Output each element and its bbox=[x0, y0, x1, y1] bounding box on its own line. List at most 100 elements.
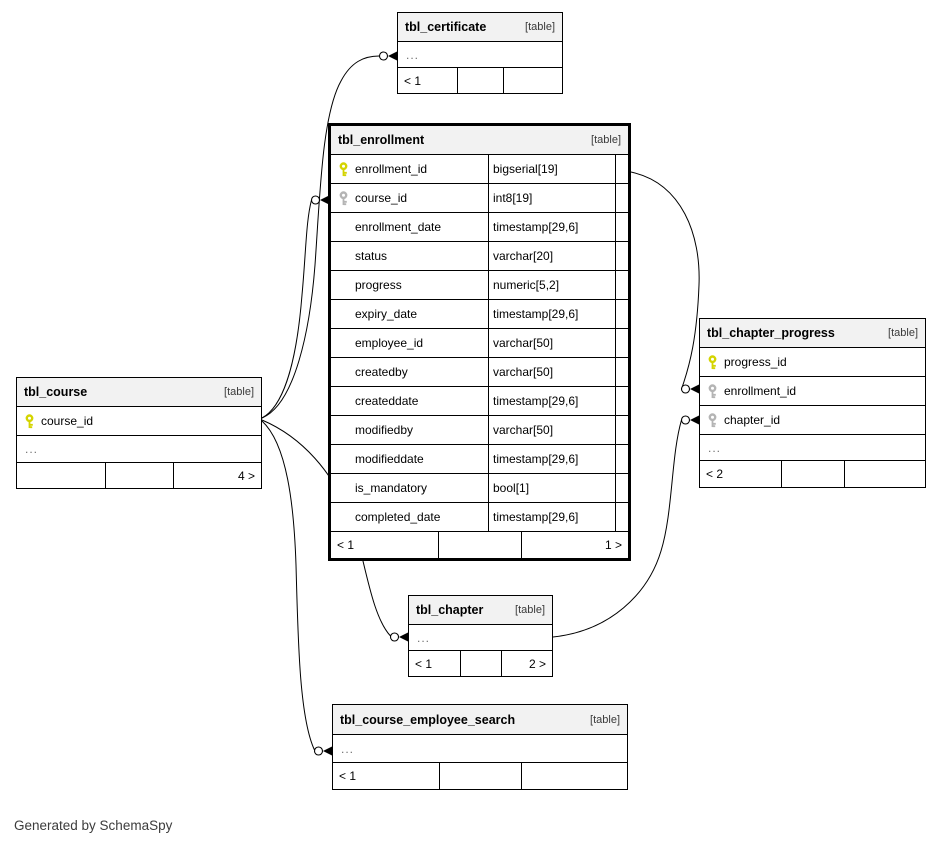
column-type: timestamp[29,6] bbox=[488, 213, 615, 241]
footer-mid-cell bbox=[438, 763, 521, 789]
footer-parents-count: < 1 bbox=[337, 538, 355, 552]
table-footer: < 1 bbox=[398, 68, 562, 93]
column-name: is_mandatory bbox=[355, 481, 428, 495]
edge-chapter-chapter-progress-dot bbox=[680, 415, 691, 425]
column-row: expiry_date timestamp[29,6] bbox=[331, 300, 628, 329]
anchor-cell bbox=[615, 329, 628, 357]
column-row: enrollment_id bigserial[19] bbox=[331, 155, 628, 184]
column-row: course_id bbox=[17, 407, 261, 436]
table-title: tbl_chapter_progress bbox=[707, 326, 835, 340]
table-tag: [table] bbox=[224, 386, 254, 398]
column-name: completed_date bbox=[355, 510, 441, 524]
table-title: tbl_course bbox=[24, 385, 88, 399]
table-tag: [table] bbox=[590, 713, 620, 726]
edge-course-search bbox=[261, 420, 315, 751]
anchor-cell bbox=[615, 416, 628, 444]
table-tag: [table] bbox=[515, 604, 545, 616]
table-title: tbl_certificate bbox=[405, 20, 487, 34]
primary-key-icon bbox=[331, 161, 355, 177]
footer-children-count bbox=[844, 461, 925, 487]
table-footer: < 2 bbox=[700, 461, 925, 487]
table-tbl-certificate[interactable]: tbl_certificate [table] ... < 1 bbox=[397, 12, 563, 94]
table-tbl-chapter-progress[interactable]: tbl_chapter_progress [table] progress_id… bbox=[699, 318, 926, 488]
footer-parents-count: < 1 bbox=[415, 656, 433, 671]
column-name: modifiedby bbox=[355, 423, 414, 437]
table-tbl-course-employee-search[interactable]: tbl_course_employee_search [table] ... <… bbox=[332, 704, 628, 790]
column-row: enrollment_id bbox=[700, 377, 925, 406]
table-title: tbl_chapter bbox=[416, 603, 484, 617]
table-tbl-course[interactable]: tbl_course [table] course_id ... 4 > bbox=[16, 377, 262, 489]
table-footer: < 1 1 > bbox=[331, 532, 628, 558]
column-type: int8[19] bbox=[488, 184, 615, 212]
primary-key-icon bbox=[17, 413, 41, 429]
table-tbl-chapter[interactable]: tbl_chapter [table] ... < 1 2 > bbox=[408, 595, 553, 677]
column-row: course_id int8[19] bbox=[331, 184, 628, 213]
table-tag: [table] bbox=[591, 134, 621, 146]
anchor-cell bbox=[615, 155, 628, 183]
primary-key-icon bbox=[700, 354, 724, 370]
generated-by-note: Generated by SchemaSpy bbox=[14, 818, 173, 833]
column-row: enrollment_date timestamp[29,6] bbox=[331, 213, 628, 242]
column-name: course_id bbox=[355, 191, 408, 205]
table-tag: [table] bbox=[525, 21, 555, 33]
edge-chapter-chapter-progress bbox=[552, 419, 682, 638]
column-row: is_mandatory bool[1] bbox=[331, 474, 628, 503]
column-row: createddate timestamp[29,6] bbox=[331, 387, 628, 416]
column-type: numeric[5,2] bbox=[488, 271, 615, 299]
footer-children-count bbox=[521, 763, 627, 789]
edge-course-chapter-dot bbox=[389, 632, 400, 642]
column-name: course_id bbox=[41, 414, 94, 428]
edge-course-search-arrow bbox=[323, 746, 332, 756]
table-title: tbl_enrollment bbox=[338, 133, 425, 147]
edge-course-enrollment bbox=[261, 199, 312, 419]
table-title: tbl_course_employee_search bbox=[340, 712, 516, 727]
table-footer: 4 > bbox=[17, 463, 261, 488]
foreign-key-icon bbox=[700, 383, 724, 399]
table-footer: < 1 bbox=[333, 763, 627, 789]
footer-mid-cell bbox=[781, 461, 844, 487]
column-type: bigserial[19] bbox=[488, 155, 615, 183]
anchor-cell bbox=[615, 503, 628, 531]
edge-course-search-dot bbox=[313, 746, 324, 756]
footer-mid-cell bbox=[457, 68, 503, 93]
column-row: modifieddate timestamp[29,6] bbox=[331, 445, 628, 474]
footer-parents-count: < 1 bbox=[404, 73, 422, 88]
hidden-columns-row: ... bbox=[17, 436, 261, 463]
anchor-cell bbox=[615, 242, 628, 270]
footer-children-count: 4 > bbox=[173, 463, 261, 488]
footer-mid-cell bbox=[437, 532, 521, 558]
column-type: varchar[50] bbox=[488, 329, 615, 357]
column-row: status varchar[20] bbox=[331, 242, 628, 271]
table-header: tbl_enrollment [table] bbox=[331, 126, 628, 155]
column-name: enrollment_id bbox=[724, 384, 797, 398]
table-header: tbl_course [table] bbox=[17, 378, 261, 407]
column-row: createdby varchar[50] bbox=[331, 358, 628, 387]
column-type: bool[1] bbox=[488, 474, 615, 502]
column-name: progress bbox=[355, 278, 402, 292]
edge-chapter-chapter-progress-arrow bbox=[690, 415, 699, 425]
footer-parents-count bbox=[17, 463, 105, 488]
anchor-cell bbox=[615, 184, 628, 212]
column-name: enrollment_date bbox=[355, 220, 442, 234]
edge-enrollment-chapter-progress-dot bbox=[680, 384, 691, 394]
table-footer: < 1 2 > bbox=[409, 651, 552, 676]
column-type: timestamp[29,6] bbox=[488, 503, 615, 531]
foreign-key-icon bbox=[331, 190, 355, 206]
column-type: varchar[50] bbox=[488, 358, 615, 386]
table-header: tbl_chapter_progress [table] bbox=[700, 319, 925, 348]
edge-course-certificate bbox=[261, 55, 380, 419]
edge-enrollment-chapter-progress-arrow bbox=[690, 384, 699, 394]
column-row: progress_id bbox=[700, 348, 925, 377]
table-header: tbl_course_employee_search [table] bbox=[333, 705, 627, 735]
column-name: chapter_id bbox=[724, 413, 781, 427]
column-type: varchar[20] bbox=[488, 242, 615, 270]
foreign-key-icon bbox=[700, 412, 724, 428]
column-type: varchar[50] bbox=[488, 416, 615, 444]
edge-course-enrollment-arrow bbox=[320, 195, 329, 205]
column-name: expiry_date bbox=[355, 307, 418, 321]
table-tag: [table] bbox=[888, 327, 918, 339]
table-tbl-enrollment[interactable]: tbl_enrollment [table] enrollment_id big… bbox=[328, 123, 631, 561]
anchor-cell bbox=[615, 358, 628, 386]
